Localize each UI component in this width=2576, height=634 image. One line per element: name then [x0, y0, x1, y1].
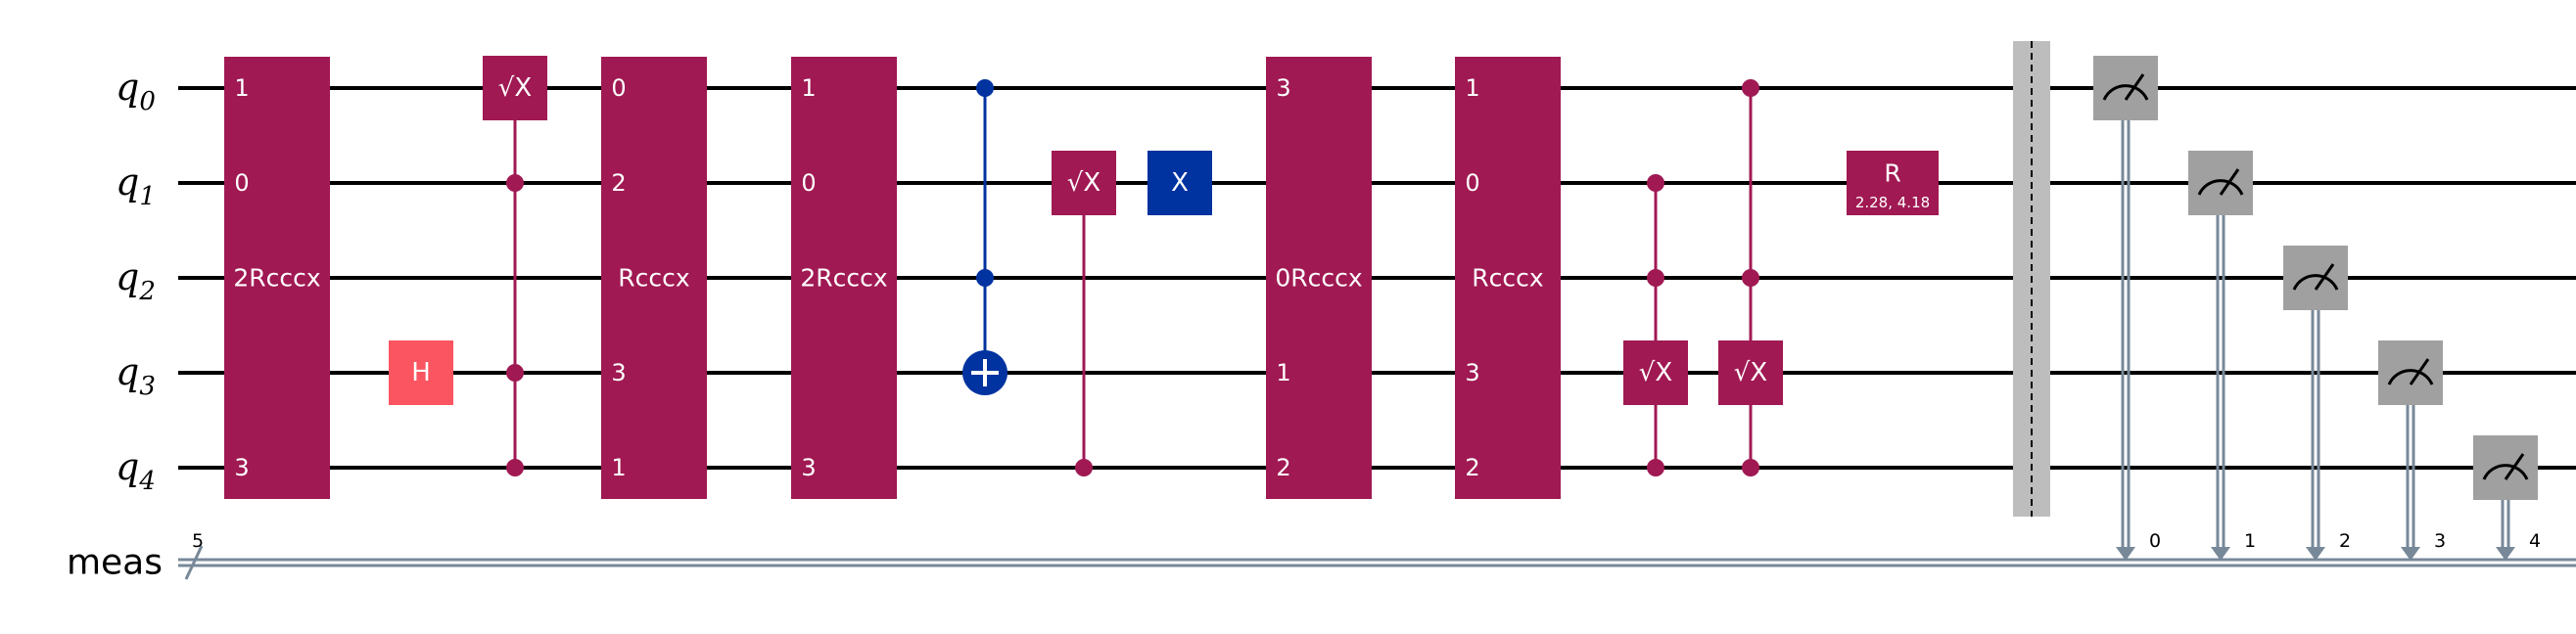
- meter-icon: [2482, 464, 2529, 480]
- clbit-index: 3: [2434, 530, 2446, 552]
- measure-gate: [2378, 340, 2443, 405]
- multi-gate-0: [224, 57, 330, 499]
- measure-gate: [2283, 246, 2348, 310]
- r-gate: [1847, 151, 1939, 215]
- sqrt-x-gate: [1052, 151, 1116, 215]
- sqrt-x-gate-label: √X: [498, 73, 532, 103]
- clbit-index: 1: [2244, 530, 2256, 552]
- measure-gate: [2473, 435, 2538, 500]
- qubit-label-4: q4: [116, 445, 156, 496]
- gate-pin-label: 2: [1276, 454, 1290, 481]
- qubit-label-2: q2: [116, 255, 156, 306]
- qubit-label-3: q3: [116, 350, 156, 401]
- control-dot: [1075, 459, 1093, 476]
- gate-pin-label: 1: [1465, 74, 1479, 102]
- gate-pin-label: 3: [234, 454, 249, 481]
- clbit-index: 0: [2149, 530, 2161, 552]
- measure-arrow: [2496, 547, 2515, 561]
- control-dot: [1742, 269, 1759, 287]
- r-gate-label: R: [1884, 159, 1900, 188]
- control-dot: [1647, 459, 1664, 476]
- meter-icon: [2102, 84, 2149, 101]
- meter-icon: [2197, 179, 2244, 196]
- multi-gate-label: 2Rcccx: [800, 264, 887, 293]
- measure-gate: [2093, 56, 2158, 120]
- gate-pin-label: 3: [801, 454, 816, 481]
- gate-pin-label: 3: [1465, 359, 1479, 386]
- qubit-label-1: q1: [116, 160, 156, 211]
- multi-gate-8: [1266, 57, 1372, 499]
- gate-pin-label: 0: [801, 169, 816, 197]
- sqrt-x-gate: [1623, 340, 1688, 405]
- gate-pin-label: 0: [1465, 169, 1479, 197]
- h-gate-label: H: [411, 358, 431, 387]
- control-dot: [1647, 174, 1664, 192]
- gate-pin-label: 2: [611, 169, 626, 197]
- sqrt-x-gate-label: √X: [1639, 358, 1672, 387]
- measure-gate: [2188, 151, 2253, 215]
- meter-needle: [2409, 358, 2430, 385]
- meter-needle: [2219, 168, 2240, 196]
- register-size: 5: [192, 530, 204, 552]
- gate-pin-label: 1: [234, 74, 249, 102]
- multi-gate-3: [601, 57, 707, 499]
- gate-pin-label: 0: [611, 74, 626, 102]
- measure-arrow: [2306, 547, 2325, 561]
- clbit-index: 2: [2339, 530, 2351, 552]
- control-dot: [1647, 269, 1664, 287]
- meter-icon: [2387, 369, 2434, 385]
- multi-gate-9: [1455, 57, 1561, 499]
- cnot-control-dot: [976, 269, 994, 287]
- control-dot: [506, 364, 524, 382]
- sqrt-x-gate: [1718, 340, 1783, 405]
- control-dot: [1742, 79, 1759, 97]
- gate-pin-label: 1: [801, 74, 816, 102]
- clbit-index: 4: [2529, 530, 2541, 552]
- measure-arrow: [2116, 547, 2135, 561]
- register-slash: [184, 545, 204, 580]
- x-gate: [1147, 151, 1212, 215]
- multi-gate-label: 2Rcccx: [233, 264, 320, 293]
- h-gate: [389, 340, 453, 405]
- sqrt-x-gate-label: √X: [1734, 358, 1767, 387]
- gate-pin-label: 0: [234, 169, 249, 197]
- qubit-label-0: q0: [116, 66, 156, 116]
- multi-gate-4: [791, 57, 897, 499]
- classical-register-label: meas: [67, 543, 163, 583]
- multi-gate-label: Rcccx: [1472, 264, 1543, 293]
- control-dot: [506, 174, 524, 192]
- multi-gate-label: Rcccx: [618, 264, 689, 293]
- meter-needle: [2314, 263, 2335, 291]
- control-dot: [506, 459, 524, 476]
- control-dot: [1742, 459, 1759, 476]
- multi-gate-label: 0Rcccx: [1275, 264, 1362, 293]
- gate-pin-label: 1: [1276, 359, 1290, 386]
- gate-pin-label: 2: [1465, 454, 1479, 481]
- meter-needle: [2504, 453, 2525, 480]
- sqrt-x-gate-label: √X: [1067, 168, 1101, 198]
- gate-pin-label: 1: [611, 454, 626, 481]
- meter-icon: [2292, 274, 2339, 291]
- measure-arrow: [2211, 547, 2230, 561]
- sqrt-x-gate: [483, 56, 547, 120]
- gate-pin-label: 3: [611, 359, 626, 386]
- gate-pin-label: 3: [1276, 74, 1290, 102]
- meter-needle: [2124, 73, 2145, 101]
- r-gate-params: 2.28, 4.18: [1855, 194, 1930, 211]
- cnot-control-dot: [976, 79, 994, 97]
- x-gate-label: X: [1171, 168, 1189, 198]
- measure-arrow: [2401, 547, 2420, 561]
